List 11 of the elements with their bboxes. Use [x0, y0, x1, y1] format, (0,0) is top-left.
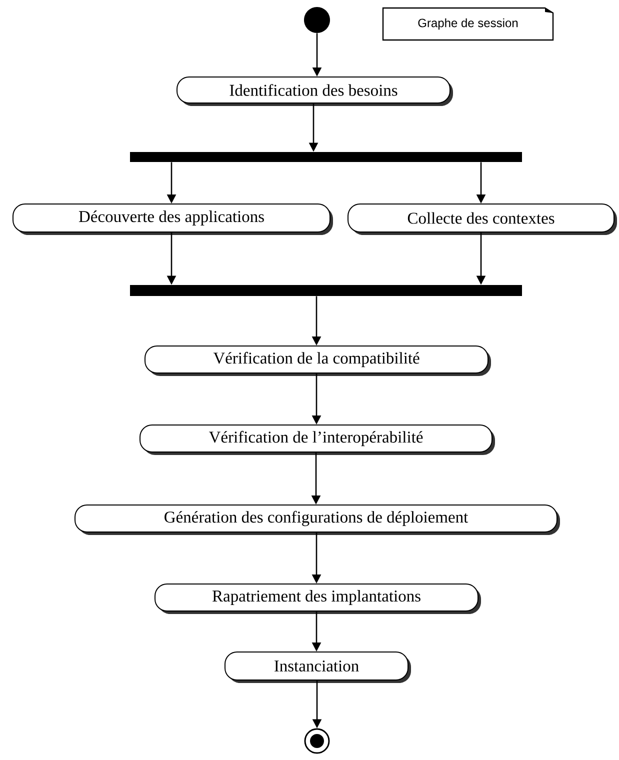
activity-box: Génération des configurations de déploiement [74, 504, 560, 535]
activity-box: Collecte des contextes [348, 204, 617, 235]
end-circle [304, 728, 330, 754]
activity-box: Rapatriement des implantations [154, 584, 481, 614]
start-circle [304, 7, 330, 33]
activity-box: Vérification de la compatibilité [144, 346, 491, 376]
activity-box: Découverte des applications [12, 204, 333, 235]
activity-box: Identification des besoins [176, 76, 453, 106]
activity-box: Instanciation [224, 652, 411, 683]
activity-box: Vérification de l’interopérabilité [140, 424, 495, 455]
note-box: Graphe de session [382, 7, 554, 41]
